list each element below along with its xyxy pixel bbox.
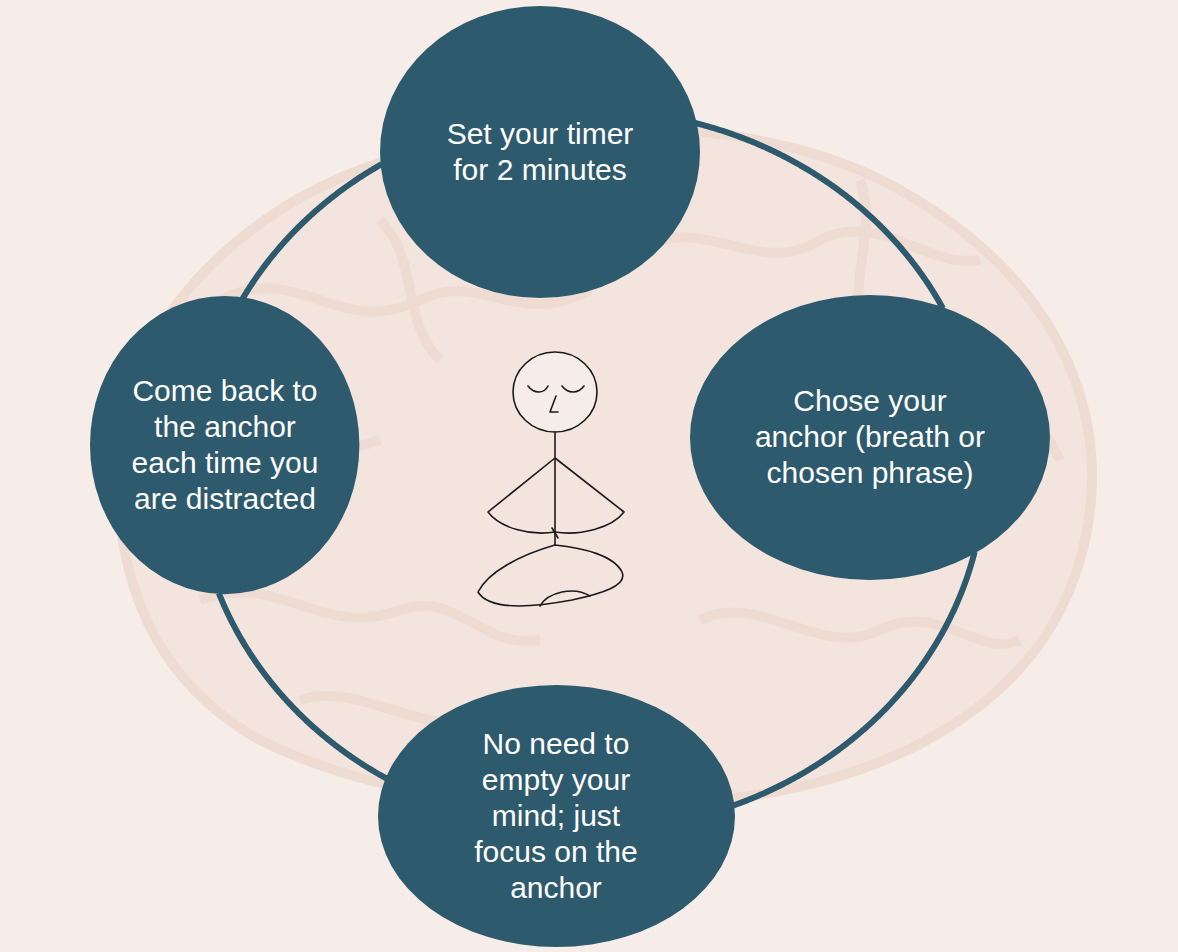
step-ellipse: No need to empty your mind; just focus o… (378, 685, 735, 947)
cycle-arc (695, 123, 943, 308)
cycle-arc (219, 593, 387, 779)
cycle-arc (733, 552, 974, 806)
step-text: Set your timer for 2 minutes (445, 116, 635, 188)
step-text: Come back to the anchor each time you ar… (122, 373, 327, 517)
ellipse-fill (378, 685, 735, 947)
step-text: No need to empty your mind; just focus o… (456, 726, 656, 906)
text-holder: Come back to the anchor each time you ar… (122, 373, 327, 517)
step-ellipse: Set your timer for 2 minutes (380, 6, 700, 298)
ellipse-fill (690, 295, 1050, 580)
cycle-arc (242, 164, 381, 299)
step-ellipse: Chose your anchor (breath or chosen phra… (690, 295, 1050, 580)
ellipse-shape (380, 6, 700, 298)
step-ellipse: Come back to the anchor each time you ar… (90, 296, 359, 594)
step-text: Chose your anchor (breath or chosen phra… (750, 383, 990, 491)
stick-figure (478, 352, 624, 606)
text-holder: Chose your anchor (breath or chosen phra… (750, 383, 990, 491)
ellipse-shape (90, 296, 359, 594)
text-holder: No need to empty your mind; just focus o… (456, 726, 656, 906)
text-holder: Set your timer for 2 minutes (445, 116, 635, 188)
ellipse-fill (380, 6, 700, 298)
ellipse-fill (90, 296, 359, 594)
